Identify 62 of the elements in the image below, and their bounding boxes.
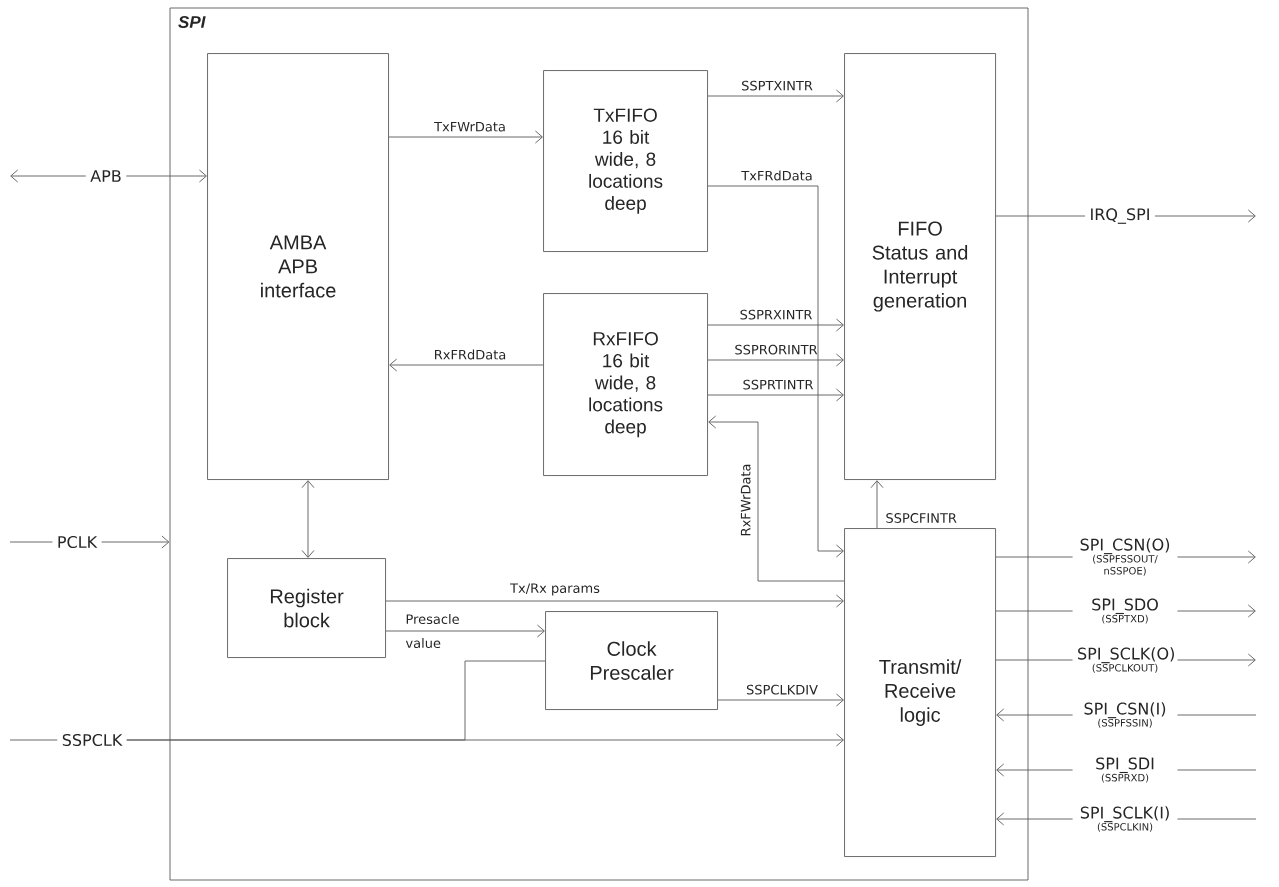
block-box: Register block bbox=[227, 558, 386, 658]
edge-label: TxFRdData bbox=[741, 170, 812, 181]
arrow bbox=[996, 763, 1073, 777]
arrow bbox=[301, 480, 315, 558]
signal-label: SPI_SCLK(I) (SSPCLKIN) bbox=[1080, 806, 1169, 832]
signal-label: PCLK bbox=[58, 535, 98, 549]
edge-label: Tx/Rx params bbox=[510, 583, 600, 596]
arrow bbox=[389, 358, 544, 372]
signal-label: SPI_SDO (SSPTXD) bbox=[1092, 598, 1158, 624]
arrow bbox=[707, 185, 844, 558]
arrow bbox=[707, 353, 844, 367]
arrow bbox=[101, 535, 170, 549]
arrow bbox=[388, 130, 543, 144]
arrow bbox=[717, 693, 844, 707]
signal-label: SPI_SCLK(O) (SSPCLKOUT) bbox=[1078, 647, 1174, 673]
arrow bbox=[708, 415, 845, 582]
signal-label: SSPCLK bbox=[62, 733, 123, 747]
arrow bbox=[996, 708, 1073, 722]
block-box: RxFIFO 16 bit wide, 8 locations deep bbox=[543, 293, 708, 476]
block-box: TxFIFO 16 bit wide, 8 locations deep bbox=[543, 70, 708, 252]
arrow bbox=[1177, 653, 1256, 667]
signal-line bbox=[995, 659, 1073, 661]
signal-line bbox=[995, 610, 1073, 612]
arrow bbox=[870, 480, 884, 529]
signal-label: SPI_CSN(O) (SSPFSSOUT/ nSSPOE) bbox=[1080, 538, 1170, 576]
edge-label: RxFRdData bbox=[435, 349, 506, 360]
arrow bbox=[707, 318, 844, 332]
edge-label: SSPCFINTR bbox=[886, 513, 957, 523]
signal-line bbox=[995, 215, 1086, 217]
signal-line bbox=[1177, 714, 1257, 716]
signal-line bbox=[1177, 769, 1257, 771]
signal-line bbox=[9, 739, 58, 741]
signal-label: IRQ_SPI bbox=[1091, 208, 1149, 224]
edge-label: TxFWrData bbox=[434, 121, 505, 132]
arrow bbox=[10, 169, 87, 183]
edge-label: SSPTXINTR bbox=[742, 80, 813, 91]
signal-line bbox=[126, 660, 546, 741]
signal-label: APB bbox=[90, 170, 121, 182]
signal-label: SPI_CSN(I) (SSPFSSIN) bbox=[1084, 702, 1166, 728]
edge-label: RxFWrData bbox=[740, 464, 751, 536]
arrow bbox=[385, 594, 844, 608]
block-box: Transmit/ Receive logic bbox=[844, 528, 996, 857]
arrow bbox=[1154, 209, 1256, 223]
edge-label: SSPRORINTR bbox=[735, 344, 818, 355]
signal-line bbox=[995, 556, 1073, 558]
block-box: Clock Prescaler bbox=[545, 611, 718, 710]
arrow bbox=[996, 812, 1073, 826]
edge-label: SSPCLKDIV bbox=[746, 684, 818, 695]
arrow bbox=[1177, 604, 1256, 618]
signal-label: SPI_SDI (SSPRXD) bbox=[1096, 757, 1154, 783]
block-box: FIFO Status and Interrupt generation bbox=[844, 53, 996, 480]
signal-line bbox=[9, 541, 53, 543]
signal-line bbox=[1177, 818, 1257, 820]
edge-label: Presacle value bbox=[405, 614, 459, 649]
arrow bbox=[1177, 550, 1256, 564]
arrow bbox=[707, 388, 844, 402]
block-box: AMBA APB interface bbox=[207, 53, 389, 480]
arrow bbox=[385, 624, 545, 638]
edge-label: SSPRTINTR bbox=[743, 379, 814, 390]
arrow bbox=[707, 89, 844, 103]
arrow bbox=[125, 169, 207, 183]
edge-label: SSPRXINTR bbox=[740, 309, 813, 320]
